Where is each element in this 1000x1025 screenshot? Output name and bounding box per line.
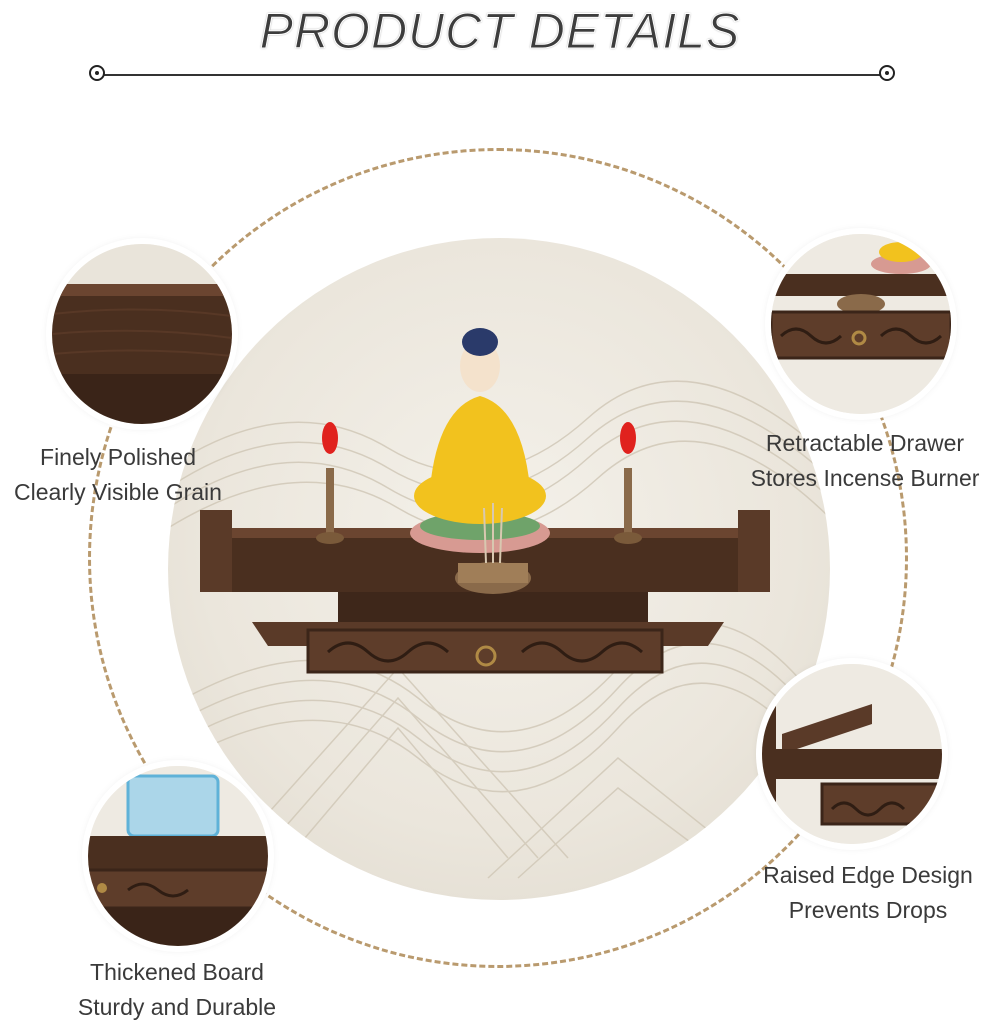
dashed-orbit-ring xyxy=(88,148,908,968)
feature-caption-line: Retractable Drawer xyxy=(765,430,965,456)
feature-caption-grain: Finely Polished Clearly Visible Grain xyxy=(0,440,236,510)
feature-thumb-raised-edge xyxy=(762,664,942,844)
feature-thumb-drawer xyxy=(771,234,951,414)
feature-caption-raised-edge: Raised Edge Design Prevents Drops xyxy=(740,858,996,928)
hero-product-image xyxy=(168,238,830,900)
divider-dot-right xyxy=(879,65,895,81)
feature-caption-line: Sturdy and Durable xyxy=(77,994,277,1020)
feature-caption-line: Finely Polished xyxy=(40,444,196,470)
feature-thumb-board xyxy=(88,766,268,946)
feature-thumb-grain xyxy=(52,244,232,424)
feature-caption-line: Clearly Visible Grain xyxy=(14,479,222,505)
title-divider xyxy=(97,74,887,76)
feature-caption-line: Stores Incense Burner xyxy=(750,465,980,491)
feature-caption-drawer: Retractable Drawer Stores Incense Burner xyxy=(730,426,1000,496)
divider-dot-left xyxy=(89,65,105,81)
feature-caption-line: Thickened Board xyxy=(90,959,264,985)
page-title: PRODUCT DETAILS xyxy=(259,3,741,60)
feature-caption-board: Thickened Board Sturdy and Durable xyxy=(52,955,302,1025)
feature-caption-line: Raised Edge Design xyxy=(763,862,973,888)
feature-caption-line: Prevents Drops xyxy=(788,897,948,923)
